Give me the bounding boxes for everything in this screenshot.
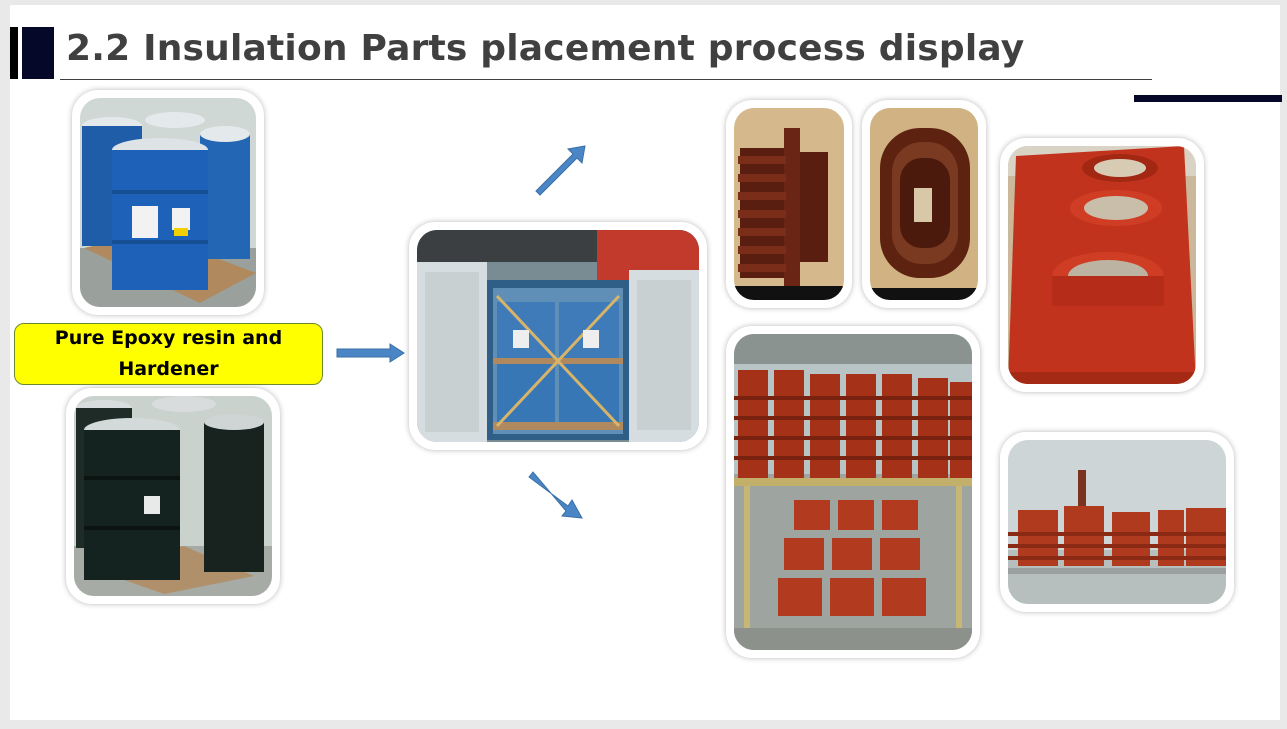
arrow-up-right-icon (535, 145, 586, 196)
insulator-rack-photo (726, 326, 980, 658)
blue-drums-photo (72, 90, 264, 315)
container-loading-photo (409, 222, 707, 450)
arrow-right-icon (336, 343, 405, 363)
page-title: 2.2 Insulation Parts placement process d… (66, 28, 1025, 69)
materials-label: Pure Epoxy resin and Hardener (54, 327, 283, 380)
arrow-down-right-icon (528, 471, 583, 519)
insulator-row-photo (1000, 432, 1234, 612)
title-marker (10, 27, 18, 79)
title-marker-block (22, 27, 54, 79)
bushing-top-photo (862, 100, 986, 308)
materials-label-box: Pure Epoxy resin and Hardener (14, 323, 323, 385)
black-drums-photo (66, 388, 280, 604)
accent-bar (1134, 95, 1282, 102)
title-underline (60, 79, 1152, 80)
bushing-side-photo (726, 100, 852, 308)
triple-bushing-plate-photo (1000, 138, 1204, 392)
